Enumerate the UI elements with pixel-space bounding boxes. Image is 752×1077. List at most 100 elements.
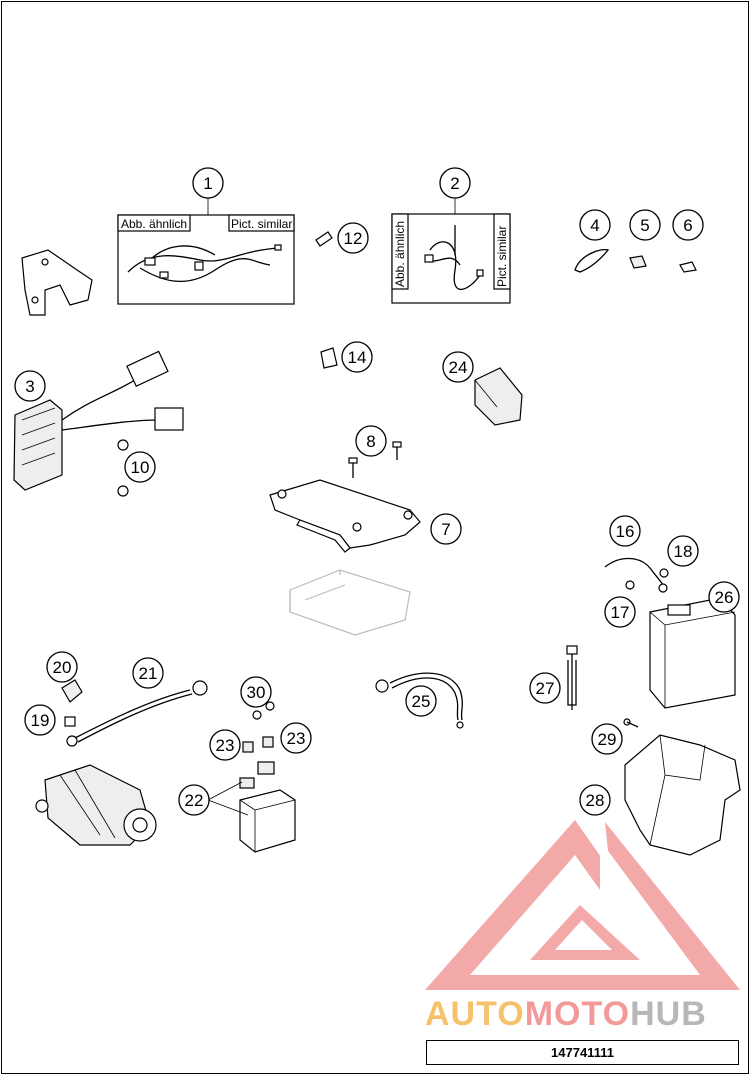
screw-29 (623, 718, 639, 728)
callout-circle (579, 209, 611, 241)
callout-circle (629, 209, 661, 241)
watermark-logo (425, 820, 740, 990)
callout-number: 24 (449, 358, 468, 377)
callout-21: 21 (132, 657, 164, 689)
part-number-label: 147741111 (426, 1040, 739, 1065)
callout-circle (192, 167, 224, 199)
nut-19 (64, 716, 76, 727)
callout-number: 20 (53, 658, 72, 677)
callout-number: 7 (441, 520, 450, 539)
callout-23a: 23 (209, 729, 241, 761)
callout-number: 5 (640, 216, 649, 235)
callout-circle (708, 581, 740, 613)
callout-7: 7 (430, 513, 462, 545)
callout-26: 26 (708, 581, 740, 613)
callout-circle (124, 451, 156, 483)
brand-part-1: AUTO (425, 995, 525, 1032)
callout-number: 6 (683, 216, 692, 235)
callout-circle (430, 513, 462, 545)
callout-number: 2 (450, 174, 459, 193)
callout-1: 1 (192, 167, 224, 199)
callout-number: 23 (216, 736, 235, 755)
callout-number: 22 (185, 791, 204, 810)
callout-circle (439, 167, 471, 199)
callout-number: 30 (247, 683, 266, 702)
strap-27 (566, 645, 578, 710)
callout-6: 6 (672, 209, 704, 241)
callout-circle (609, 515, 641, 547)
watermark-wordmark: AUTOMOTOHUB (425, 992, 747, 1033)
fuses-23 (239, 736, 275, 789)
callout-circle (355, 425, 387, 457)
ground-cable-16 (604, 557, 668, 593)
battery-cable-25 (375, 672, 464, 729)
box1-label-right: Pict. similar (231, 217, 292, 231)
callout-number: 1 (203, 174, 212, 193)
screws-10 (117, 439, 129, 497)
clip-5 (629, 255, 647, 269)
callout-29: 29 (591, 723, 623, 755)
callout-number: 16 (616, 522, 635, 541)
callout-number: 18 (674, 542, 693, 561)
starter-motor (35, 764, 157, 846)
callout-circle (604, 596, 636, 628)
cap-20 (61, 679, 83, 703)
callout-number: 26 (715, 588, 734, 607)
callout-24: 24 (442, 351, 474, 383)
washer-17 (625, 580, 635, 590)
callout-19: 19 (24, 704, 56, 736)
brand-part-2: MOTO (525, 995, 630, 1032)
callout-circle (209, 729, 241, 761)
callout-16: 16 (609, 515, 641, 547)
starter-cable-21 (66, 680, 208, 747)
callout-circle (591, 723, 623, 755)
callout-8: 8 (355, 425, 387, 457)
callout-number: 27 (536, 679, 555, 698)
starter-relay-22 (239, 789, 296, 853)
callout-circle (442, 351, 474, 383)
screws-8 (348, 441, 402, 478)
callout-17: 17 (604, 596, 636, 628)
callout-circle (529, 672, 561, 704)
callout-3: 3 (14, 370, 46, 402)
callout-23b: 23 (280, 722, 312, 754)
callout-number: 29 (598, 730, 617, 749)
callout-27: 27 (529, 672, 561, 704)
callout-circle (280, 722, 312, 754)
callout-28: 28 (579, 784, 611, 816)
callout-number: 10 (131, 458, 150, 477)
svg-text:AUTOMOTOHUB: AUTOMOTOHUB (425, 995, 707, 1032)
callout-30: 30 (240, 676, 272, 708)
callout-circle (405, 685, 437, 717)
box2-label-right: Pict. similar (495, 226, 509, 287)
callout-circle (341, 341, 373, 373)
callout-12: 12 (337, 222, 369, 254)
screws-30 (252, 701, 275, 720)
mounting-bracket (21, 249, 93, 316)
callout-14: 14 (341, 341, 373, 373)
cable-tie-4 (574, 249, 610, 273)
callout-22: 22 (178, 784, 210, 816)
battery-holder-28 (624, 734, 741, 856)
relay-24 (474, 367, 523, 426)
box2-label-left: Abb. ähnlich (393, 221, 407, 287)
callout-circle (46, 651, 78, 683)
callout-number: 8 (366, 432, 375, 451)
ecu-holder-7 (269, 479, 421, 553)
callout-number: 25 (412, 692, 431, 711)
callout-number: 3 (25, 377, 34, 396)
fuse-12 (315, 231, 333, 247)
callout-circle (579, 784, 611, 816)
callout-number: 19 (31, 711, 50, 730)
voltage-regulator (13, 350, 184, 491)
callout-5: 5 (629, 209, 661, 241)
callout-4: 4 (579, 209, 611, 241)
harness-box-1 (117, 195, 295, 305)
battery-26 (649, 597, 736, 709)
callout-number: 14 (348, 348, 367, 367)
connector-14 (320, 347, 338, 369)
ecu-unit-ghost (289, 569, 411, 636)
callout-circle (14, 370, 46, 402)
brand-part-3: HUB (630, 995, 707, 1032)
